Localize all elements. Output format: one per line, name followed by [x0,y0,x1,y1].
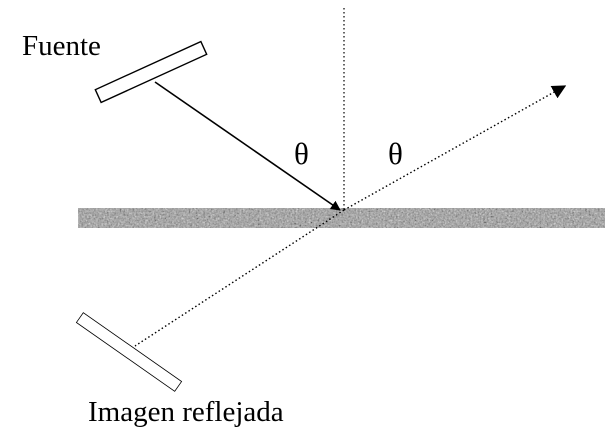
reflected-image-plate [75,312,183,392]
source-label: Fuente [22,30,101,62]
theta-reflection-label: θ [388,136,403,171]
reflected-image-label: Imagen reflejada [88,396,284,428]
image-extension-ray [134,209,345,347]
theta-incidence-label: θ [294,136,309,171]
source-plate [94,40,208,104]
reflecting-surface [78,208,605,228]
reflected-ray [343,85,567,211]
incident-ray [154,81,341,211]
